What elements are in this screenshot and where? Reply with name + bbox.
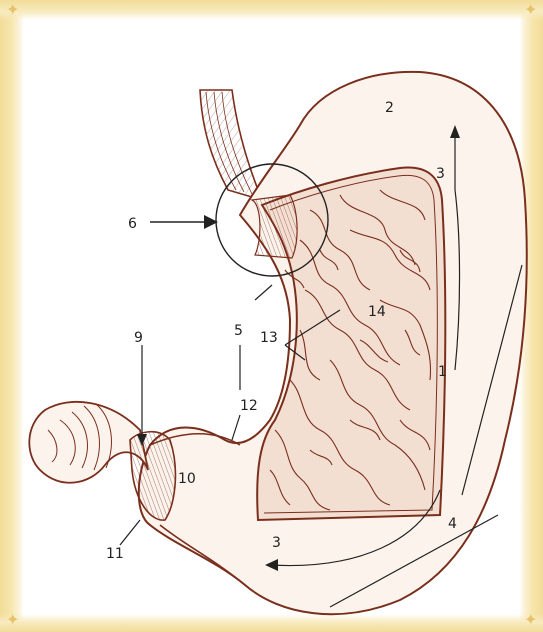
label-13: 13: [260, 330, 278, 346]
label-5: 5: [234, 323, 243, 339]
label-4: 4: [448, 516, 457, 532]
pointer-arrow-6: [150, 215, 218, 229]
label-10: 10: [178, 471, 196, 487]
label-6: 6: [128, 216, 137, 232]
label-3-lower: 3: [272, 535, 281, 551]
label-9: 9: [134, 330, 143, 346]
label-3-upper: 3: [436, 166, 445, 182]
label-2: 2: [385, 100, 394, 116]
label-11: 11: [106, 546, 124, 562]
label-1: 1: [438, 364, 447, 380]
label-14: 14: [368, 304, 386, 320]
esophagus: [200, 90, 262, 200]
pyloric-sphincter: [130, 432, 175, 520]
label-12: 12: [240, 398, 258, 414]
